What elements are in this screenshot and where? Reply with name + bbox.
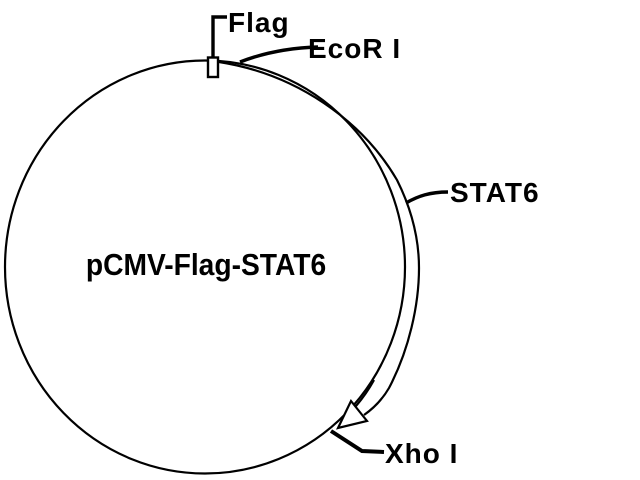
stat6-leader-line xyxy=(405,190,449,205)
ecor1-site-label: EcoR I xyxy=(308,33,402,64)
xho1-leader-line xyxy=(329,429,385,454)
plasmid-backbone-circle xyxy=(3,59,407,475)
stat6-gene-label: STAT6 xyxy=(450,177,540,208)
ecor1-leader-line xyxy=(239,45,319,64)
flag-tag-marker-box xyxy=(206,56,220,79)
flag-label: Flag xyxy=(228,7,290,38)
xho1-site-label: Xho I xyxy=(385,438,459,469)
insert-direction-arrowhead xyxy=(336,398,369,430)
flag-leader-line xyxy=(211,15,227,57)
insert-inner-edge xyxy=(355,379,375,407)
plasmid-name-label: pCMV-Flag-STAT6 xyxy=(85,247,327,282)
insert-outer-arc xyxy=(218,60,421,416)
